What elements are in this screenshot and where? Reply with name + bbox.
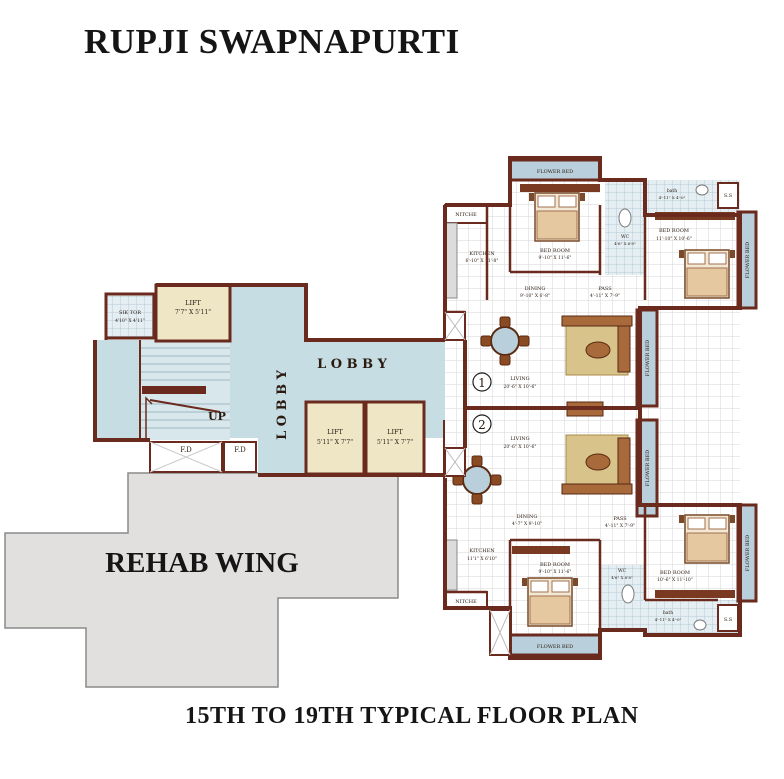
flat2-bedroom2-size: 10'-6" X 11'-10" [657, 577, 693, 583]
flat2-dining-size: 4'-7" X 9'-10" [512, 521, 542, 527]
rehab-wing-label: REHAB WING [105, 547, 299, 579]
flat1-bedroom2-label: BED ROOM [659, 228, 689, 234]
flat1-niche: NITCHE [455, 212, 477, 218]
flat2-wc-size: 4'6" X 6'8" [611, 575, 633, 580]
flat1-dining-size: 9'-10" X 6'-8" [520, 293, 550, 299]
flat2-flower-bed-living: FLOWER BED [645, 450, 651, 486]
flat2-pass-size: 4'-11" X 7'-9" [605, 523, 635, 529]
flat1-living-size: 20'-6" X 10'-6" [504, 384, 537, 390]
lift-b-size: 5'11" X 7'7" [377, 439, 413, 446]
flat1-kitchen-label: KITCHEN [469, 251, 495, 257]
flat1-pass-label: PASS [598, 286, 612, 292]
lift-a-label: LIFT [327, 428, 343, 436]
flat2-bedroom1-label: BED ROOM [540, 562, 570, 568]
flat2-kitchen-label: KITCHEN [469, 548, 495, 554]
lobby-label-horizontal: L O B B Y [317, 357, 388, 372]
flat1-kitchen-size: 6'-10" X 11'-8" [466, 258, 499, 264]
rehab-wing-area [4, 472, 399, 688]
flat2-flower-bed-right: FLOWER BED [745, 535, 751, 571]
fd-label-2: F.D [234, 446, 246, 454]
flat1-bath-size: 4'-11" X 4'-0" [659, 195, 686, 200]
flat1-bath-label: bath [667, 188, 677, 194]
sik-tor-label: SIK TOR [119, 310, 141, 316]
flat1-dining-label: DINING [525, 286, 546, 292]
flat1-flower-bed-top: FLOWER BED [537, 169, 573, 175]
flat2-bedroom1-size: 9'-10" X 11'-6" [539, 569, 572, 575]
stair-up-label: UP [208, 410, 226, 423]
flat1-number: 1 [478, 376, 486, 390]
core-block: UP SIK TOR 4'10" X 4'11" LIFT 7'7" X 5'1… [93, 283, 467, 478]
page-title: RUPJI SWAPNAPURTI [84, 22, 460, 61]
flat1-flower-bed-right: FLOWER BED [745, 242, 751, 278]
flat-1: FLOWER BED FLOWER BED FLOWER BED NITCHE … [443, 156, 758, 411]
lift-b-label: LIFT [387, 428, 403, 436]
flat2-bath-label: bath [663, 610, 673, 616]
flat2-kitchen-size: 11'1" X 6'10" [467, 556, 497, 562]
sik-tor-size: 4'10" X 4'11" [115, 318, 145, 324]
flat1-bedroom1-size: 9'-10" X 11'-6" [539, 255, 572, 261]
lift-a-size: 5'11" X 7'7" [317, 439, 353, 446]
flat2-bath-size: 4'-11" X 4'-0" [655, 617, 682, 622]
flat2-dining-label: DINING [517, 514, 538, 520]
flat-2: FLOWER BED FLOWER BED FLOWER BED 2 LIVIN… [443, 406, 758, 660]
flat1-wc-size: 4'6" X 6'8" [614, 241, 636, 246]
flat2-pass-label: PASS [613, 516, 627, 522]
flat1-flower-bed-living: FLOWER BED [645, 340, 651, 376]
flat2-living-label: LIVING [510, 436, 529, 442]
fd-label-1: F.D [180, 446, 192, 454]
lobby-label-vertical: L O B B Y [275, 369, 290, 440]
flat2-number: 2 [478, 418, 486, 432]
flat1-ss-label: S.S [724, 193, 733, 199]
flat2-niche: NITCHE [455, 599, 477, 605]
floor-plan-caption: 15TH TO 19TH TYPICAL FLOOR PLAN [185, 703, 639, 729]
flat1-pass-size: 4'-11" X 7'-9" [590, 293, 620, 299]
flat1-bedroom1-label: BED ROOM [540, 248, 570, 254]
flat2-bedroom2-label: BED ROOM [660, 570, 690, 576]
lift-top-label: LIFT [185, 299, 201, 307]
flat1-wc-label: WC [621, 234, 630, 240]
flat2-living-size: 20'-6" X 10'-6" [504, 444, 537, 450]
flat1-living-label: LIVING [510, 376, 529, 382]
lift-top-size: 7'7" X 5'11" [175, 309, 211, 316]
flat2-flower-bed-bottom: FLOWER BED [537, 644, 573, 650]
flat1-bedroom2-size: 11'-10" X 10'-6" [656, 236, 692, 242]
flat2-ss-label: S.S [724, 617, 733, 623]
flat2-wc-label: WC [618, 568, 627, 574]
